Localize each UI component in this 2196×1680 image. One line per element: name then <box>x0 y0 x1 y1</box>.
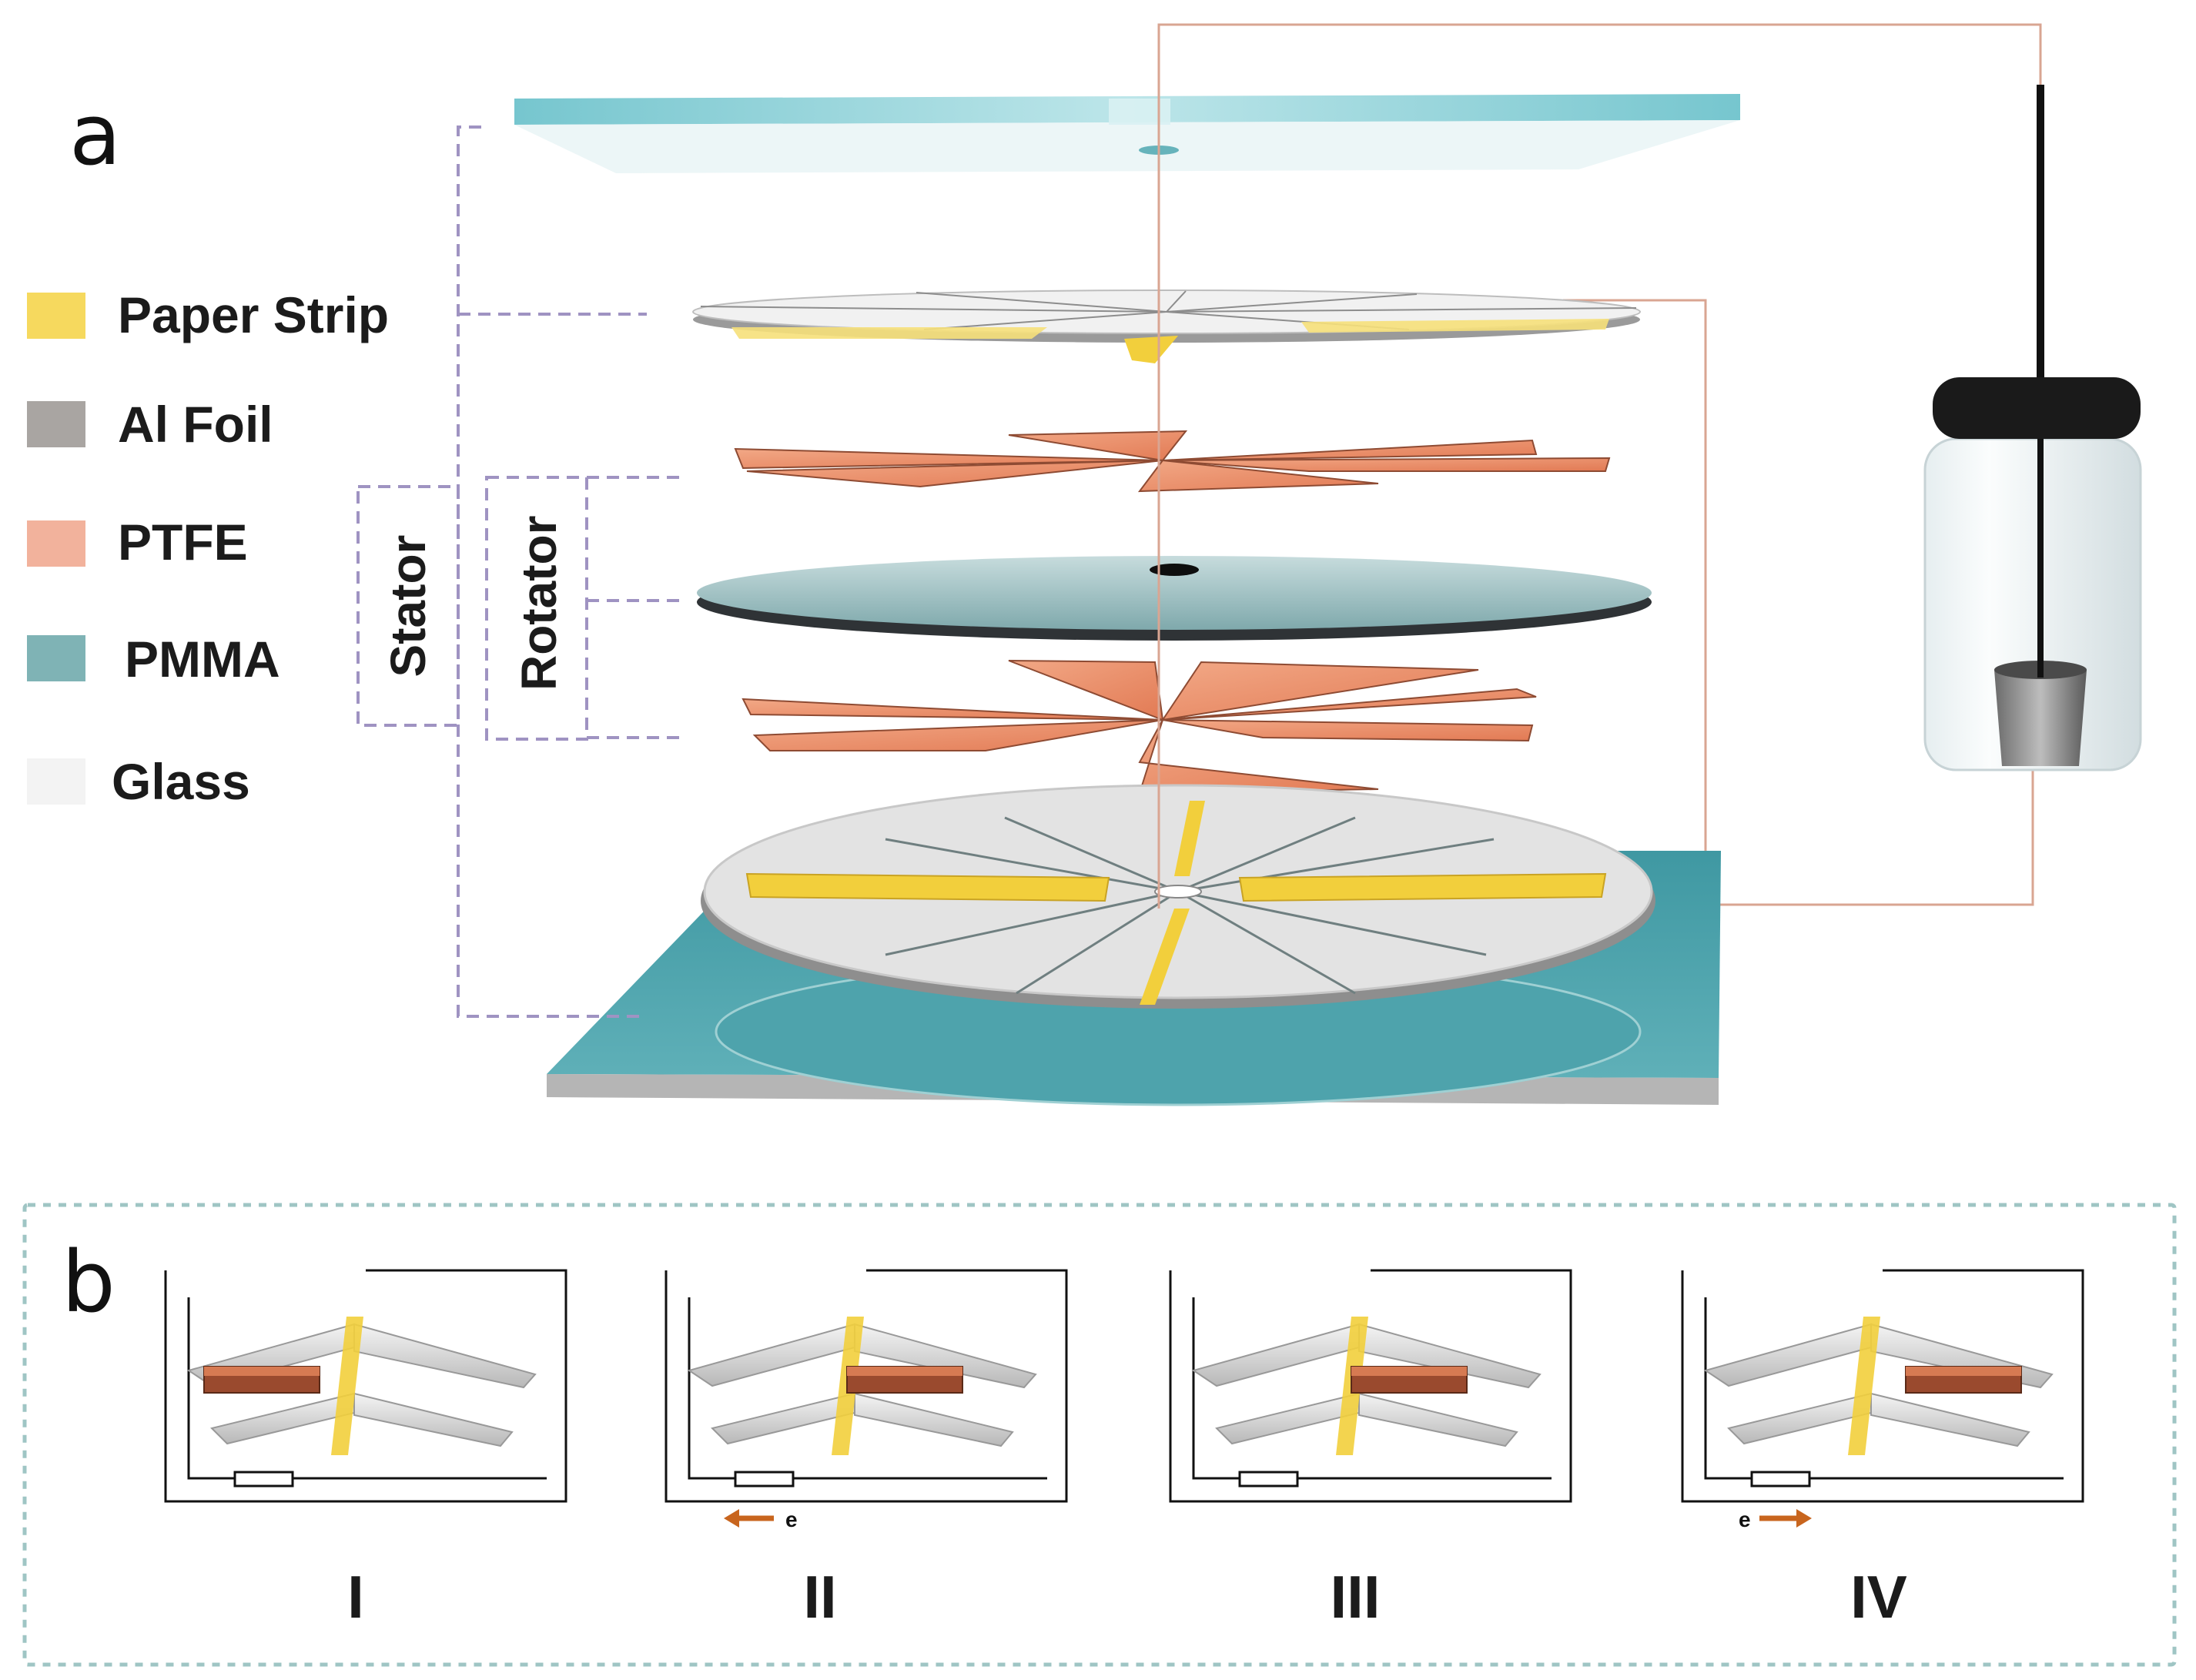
lower-electrode-right <box>1870 1392 2030 1447</box>
legend-label-pmma: PMMA <box>125 631 280 688</box>
resistor <box>1238 1471 1299 1488</box>
stator-bracket <box>357 125 647 1018</box>
panel-a-letter: a <box>69 85 122 184</box>
legend-label-al-foil: Al Foil <box>118 396 273 453</box>
ptfe-rotator-highlight <box>1906 1367 2021 1376</box>
circuit-loop <box>664 1269 1068 1503</box>
ptfe-rotator-highlight <box>847 1367 962 1376</box>
circuit-loop <box>1169 1269 1572 1503</box>
lower-electrode-left <box>1727 1392 1872 1445</box>
legend-label-glass: Glass <box>112 753 250 810</box>
legend-label-paper-strip: Paper Strip <box>118 286 390 343</box>
stage-label-4: IV <box>1850 1563 1907 1631</box>
upper-stator-disc <box>692 289 1641 363</box>
stage-diagram-1 <box>164 1269 567 1503</box>
legend-label-ptfe: PTFE <box>118 514 248 571</box>
lower-electrode-left <box>1215 1392 1360 1445</box>
electron-label-stage-2: e <box>785 1508 798 1531</box>
lower-ptfe-rotator <box>741 660 1537 795</box>
rotator-bracket <box>485 476 685 741</box>
resistor <box>734 1471 795 1488</box>
circuit-inner-wire <box>187 1297 547 1480</box>
resistor <box>1750 1471 1811 1488</box>
ptfe-rotator-highlight <box>1351 1367 1467 1376</box>
lower-electrode-right <box>854 1392 1014 1447</box>
paper-strip <box>331 1317 363 1455</box>
electrode-jar <box>1923 85 2142 771</box>
lower-electrode-right <box>353 1392 514 1447</box>
upper-electrode-right <box>353 1323 537 1389</box>
lower-electrode-left <box>711 1392 855 1445</box>
stage-label-1: I <box>347 1563 364 1631</box>
electron-arrowhead <box>724 1509 739 1528</box>
legend-swatch-glass <box>27 758 85 805</box>
upper-electrode-left <box>1703 1323 1872 1387</box>
upper-electrode-left <box>687 1323 855 1387</box>
pmma-disc <box>697 556 1652 641</box>
ptfe-rotator-highlight <box>204 1367 320 1376</box>
stage-diagram-4 <box>1681 1269 2084 1528</box>
stage-diagram-2 <box>664 1269 1068 1528</box>
stage-label-3: III <box>1330 1563 1381 1631</box>
electron-arrowhead <box>1796 1509 1812 1528</box>
upper-ptfe-rotator <box>734 430 1611 493</box>
legend-swatch-pmma <box>27 635 85 681</box>
panel-b-border <box>22 1203 2177 1667</box>
bottom-stator-disc <box>701 784 1655 1009</box>
circuit-inner-wire <box>1192 1297 1552 1480</box>
paper-strip <box>1848 1317 1880 1455</box>
lower-electrode-left <box>210 1392 355 1445</box>
top-glass-plate <box>514 94 1740 173</box>
panel-b-letter: b <box>62 1233 115 1331</box>
resistor <box>233 1471 294 1488</box>
legend-swatch-ptfe <box>27 520 85 567</box>
lower-electrode-right <box>1358 1392 1518 1447</box>
electron-label-stage-4: e <box>1739 1508 1751 1531</box>
stage-diagram-3 <box>1169 1269 1572 1503</box>
circuit-loop <box>164 1269 567 1503</box>
upper-electrode-left <box>1191 1323 1360 1387</box>
circuit-loop <box>1681 1269 2084 1503</box>
circuit-inner-wire <box>1704 1297 2064 1480</box>
legend-swatch-paper-strip <box>27 293 85 339</box>
legend-swatch-al-foil <box>27 401 85 447</box>
stage-label-2: II <box>803 1563 837 1631</box>
circuit-inner-wire <box>688 1297 1047 1480</box>
